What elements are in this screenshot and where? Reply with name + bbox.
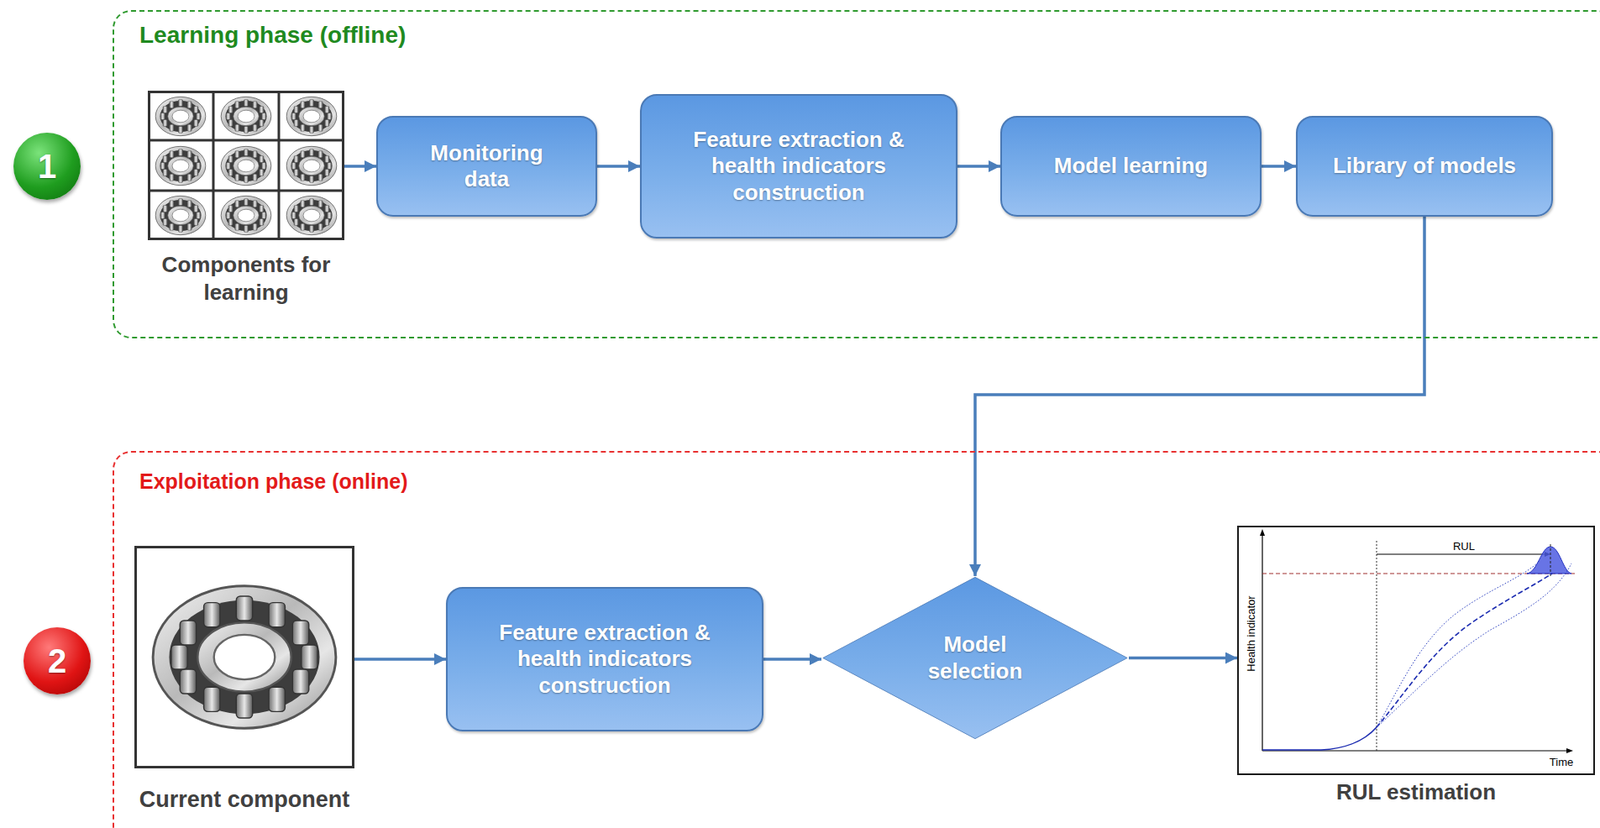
process-box: Feature extraction & health indicators c… xyxy=(640,94,958,239)
process-box: Feature extraction & health indicators c… xyxy=(445,587,764,732)
bearing-picture xyxy=(134,545,355,769)
process-text: Feature extraction & health indicators c… xyxy=(470,619,740,699)
picture-caption: RUL estimation xyxy=(1281,778,1551,807)
region-title: Learning phase (offline) xyxy=(139,21,406,49)
rul-chart xyxy=(1237,525,1595,776)
picture-caption: Current component xyxy=(101,786,388,815)
region-title: Exploitation phase (online) xyxy=(139,469,408,494)
step-number: 2 xyxy=(23,627,91,695)
decision-text: Model selection xyxy=(903,631,1047,684)
process-text: Library of models xyxy=(1332,152,1517,179)
flow-arrow xyxy=(763,657,822,661)
process-text: Model learning xyxy=(1054,152,1208,179)
phase-region: Exploitation phase (online) Current compo… xyxy=(112,451,1600,828)
process-box: Library of models xyxy=(1295,115,1553,217)
flow-arrow xyxy=(957,164,1001,168)
flow-arrow xyxy=(1261,164,1296,168)
flow-arrow xyxy=(344,164,377,168)
step-number: 1 xyxy=(13,132,81,200)
chart-annotation: RUL xyxy=(1453,540,1475,553)
step-number-text: 2 xyxy=(47,642,67,681)
component-picture: Components for learning xyxy=(147,90,345,241)
axis-label: Health indicator xyxy=(1243,595,1257,672)
flow-arrow xyxy=(597,164,640,168)
flow-arrow xyxy=(1128,656,1238,661)
component-picture: Current component xyxy=(134,545,355,769)
process-box: Model learning xyxy=(1000,115,1262,217)
process-text: Monitoring data xyxy=(415,140,559,193)
process-box: Monitoring data xyxy=(376,115,598,217)
process-text: Feature extraction & health indicators c… xyxy=(664,126,934,206)
bearing-grid xyxy=(147,90,345,241)
axis-label: Time xyxy=(1549,755,1574,769)
flow-arrow xyxy=(354,657,446,661)
rul-chart-frame: RUL estimation xyxy=(1237,525,1595,776)
step-number-text: 1 xyxy=(37,147,57,186)
picture-caption: Components for learning xyxy=(136,251,356,306)
phase-region: Learning phase (offline) Components for l… xyxy=(112,10,1600,339)
flow-arrow xyxy=(975,216,1425,577)
decision-diamond: Model selection xyxy=(821,576,1129,740)
